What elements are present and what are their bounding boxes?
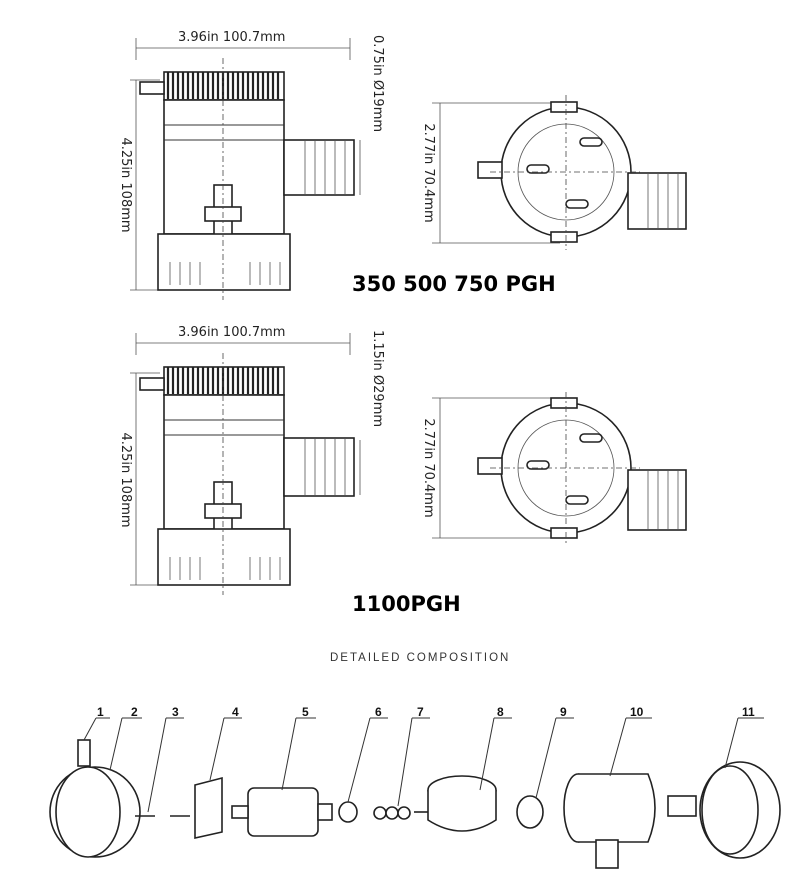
model-label-bottom: 1100PGH (352, 592, 461, 616)
callout-4: 4 (232, 705, 239, 719)
top-view-top: 2.77in 70.4mm 350 500 750 PGH (352, 95, 687, 296)
height-dimension-label: 4.25in 108mm (118, 137, 133, 232)
callout-1: 1 (97, 705, 104, 719)
height-dimension-label: 4.25in 108mm (118, 432, 133, 527)
callout-5: 5 (302, 705, 309, 719)
callout-3: 3 (172, 705, 179, 719)
model-label-top: 350 500 750 PGH (352, 272, 556, 296)
callout-10: 10 (630, 705, 644, 719)
width-dimension-label: 3.96in 100.7mm (178, 30, 285, 45)
callout-2: 2 (131, 705, 138, 719)
side-view-top: 3.96in 100.7mm 4.25in 108mm 0.75in Ø19mm (118, 30, 385, 300)
outlet-dimension-label: 1.15in Ø29mm (370, 330, 385, 427)
callout-7: 7 (417, 705, 424, 719)
side-view-bottom: 3.96in 100.7mm 4.25in 108mm 1.15in Ø29mm (118, 325, 385, 595)
callout-11: 11 (742, 705, 755, 719)
top-view-bottom: 2.77in 70.4mm 1100PGH (352, 392, 687, 616)
top-view-dimension-label: 2.77in 70.4mm (421, 418, 436, 517)
top-view-dimension-label: 2.77in 70.4mm (421, 123, 436, 222)
width-dimension-label: 3.96in 100.7mm (178, 325, 285, 340)
callout-6: 6 (375, 705, 382, 719)
exploded-view (49, 739, 781, 869)
callout-8: 8 (497, 705, 504, 719)
outlet-dimension-label: 0.75in Ø19mm (370, 35, 385, 132)
part-callouts: 1 2 3 4 5 6 7 8 9 10 11 (83, 705, 764, 813)
callout-9: 9 (560, 705, 567, 719)
composition-title: DETAILED COMPOSITION (330, 652, 510, 664)
